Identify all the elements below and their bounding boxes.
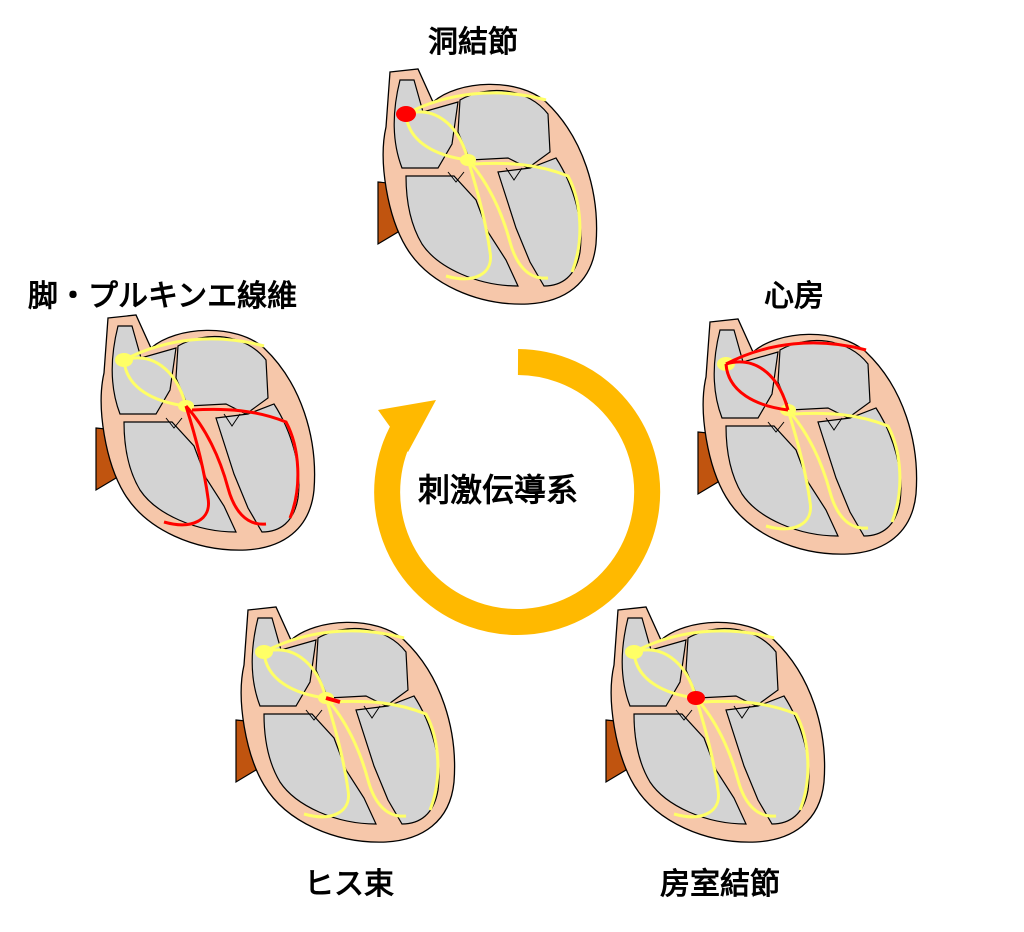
stage-label-his-bundle: ヒス束 — [304, 867, 394, 902]
heart-diagrams — [95, 68, 918, 843]
active-his-bundle — [325, 696, 341, 704]
active-av-node — [687, 691, 705, 705]
active-purkinje — [163, 404, 300, 527]
stage-label-sa-node: 洞結節 — [428, 25, 518, 60]
heart-atrium — [697, 318, 918, 555]
heart-sa-node — [377, 68, 598, 305]
stage-label-atrium: 心房 — [764, 279, 824, 314]
heart-his — [235, 606, 456, 843]
cycle-arrow — [374, 349, 661, 635]
diagram-title: 刺激伝導系 — [418, 471, 579, 509]
heart-av-node — [605, 606, 826, 843]
stage-label-purkinje: 脚・プルキンエ線維 — [28, 279, 298, 314]
cycle-arrowhead — [378, 400, 436, 452]
heart-purkinje — [95, 314, 316, 551]
stage-label-av-node: 房室結節 — [660, 867, 780, 902]
active-sa-node — [396, 106, 416, 122]
active-atrium — [724, 341, 867, 412]
